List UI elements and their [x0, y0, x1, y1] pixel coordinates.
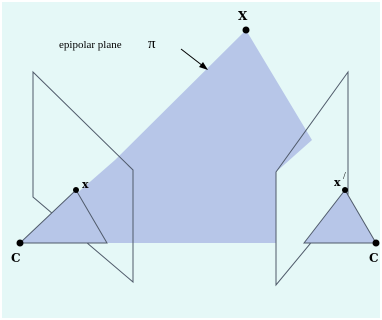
pi-arrow-head	[199, 62, 208, 70]
right-epipolar-triangle	[302, 189, 377, 244]
left-camera-center	[16, 239, 24, 247]
label-right-camera-center: C	[369, 251, 379, 265]
epipolar-plane	[20, 30, 312, 243]
right-image-point	[342, 187, 348, 193]
left-epipolar-triangle	[18, 189, 108, 244]
left-image-plane	[32, 70, 134, 284]
pi-arrow-line	[180, 48, 204, 67]
label-right-prime: /	[343, 171, 346, 182]
label-pi: π	[148, 36, 156, 52]
world-point-X	[242, 26, 250, 34]
right-camera-center	[372, 239, 380, 247]
label-right-image-point: x	[334, 176, 341, 189]
left-image-point	[73, 187, 79, 193]
right-image-plane	[275, 70, 349, 287]
label-left-image-point: x	[82, 178, 89, 191]
label-world-point: X	[238, 9, 248, 23]
label-epipolar-plane: epipolar plane	[59, 39, 122, 51]
label-left-camera-center: C	[11, 251, 21, 265]
